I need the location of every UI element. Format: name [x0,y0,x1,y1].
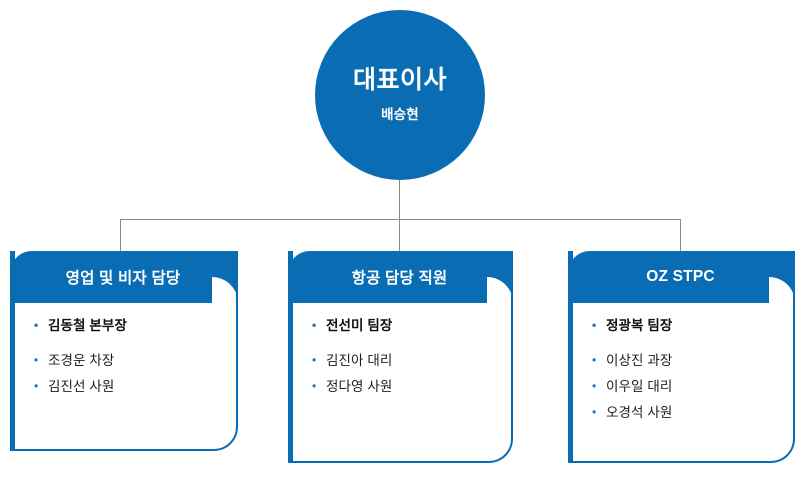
connector-horizontal-bus [120,219,681,220]
ceo-name: 배승현 [381,107,419,123]
ceo-title: 대표이사 [352,65,447,94]
list-item[interactable]: • 정다영 사원 [312,378,503,395]
member-label: 김동철 본부장 [48,318,127,333]
department-3-header[interactable]: OZ STPC [568,251,795,303]
connector-vertical-dept-1 [120,219,121,252]
list-item[interactable]: • 오경석 사원 [592,404,785,421]
department-2-member-list: • 전선미 팀장 • 김진아 대리 • 정다영 사원 [312,318,503,406]
org-node-department-3[interactable]: OZ STPC • 정광복 팀장 • 이상진 과장 • 이우일 대리 • 오경석… [568,251,795,463]
connector-vertical-dept-3 [680,219,681,252]
bullet-icon: • [592,404,597,419]
department-1-member-list: • 김동철 본부장 • 조경운 차장 • 김진선 사원 [34,318,228,406]
list-item[interactable]: • 전선미 팀장 [312,318,503,334]
member-label: 전선미 팀장 [326,318,393,333]
list-item[interactable]: • 조경운 차장 [34,352,228,369]
bullet-icon: • [592,318,597,332]
member-label: 조경운 차장 [48,352,115,368]
department-3-member-list: • 정광복 팀장 • 이상진 과장 • 이우일 대리 • 오경석 사원 [592,318,785,431]
member-label: 정다영 사원 [326,378,393,394]
header-notch-shape [212,277,238,303]
header-right-edge [793,251,795,303]
department-3-title: OZ STPC [646,268,715,285]
bullet-icon: • [312,378,317,393]
member-label: 김진선 사원 [48,378,115,394]
bullet-icon: • [592,352,597,367]
member-label: 김진아 대리 [326,352,393,368]
bullet-icon: • [34,352,39,367]
list-item[interactable]: • 정광복 팀장 [592,318,785,334]
list-item[interactable]: • 김진아 대리 [312,352,503,369]
bullet-icon: • [592,378,597,393]
header-right-edge [236,251,238,303]
org-node-department-2[interactable]: 항공 담당 직원 • 전선미 팀장 • 김진아 대리 • 정다영 사원 [288,251,513,463]
list-item[interactable]: • 이상진 과장 [592,352,785,369]
bullet-icon: • [34,378,39,393]
list-item[interactable]: • 김진선 사원 [34,378,228,395]
department-2-header[interactable]: 항공 담당 직원 [288,251,513,303]
bullet-icon: • [312,352,317,367]
member-label: 이우일 대리 [606,378,673,394]
header-notch-shape [769,277,795,303]
header-right-edge [511,251,513,303]
member-label: 정광복 팀장 [606,318,673,333]
member-label: 이상진 과장 [606,352,673,368]
list-item[interactable]: • 이우일 대리 [592,378,785,395]
department-1-title: 영업 및 비자 담당 [65,270,181,287]
org-node-department-1[interactable]: 영업 및 비자 담당 • 김동철 본부장 • 조경운 차장 • 김진선 사원 [10,251,238,451]
member-label: 오경석 사원 [606,404,673,420]
department-1-header[interactable]: 영업 및 비자 담당 [10,251,238,303]
org-node-ceo[interactable]: 대표이사 배승현 [315,10,485,180]
bullet-icon: • [312,318,317,332]
bullet-icon: • [34,318,39,332]
connector-vertical-root [399,180,400,251]
list-item[interactable]: • 김동철 본부장 [34,318,228,334]
department-2-title: 항공 담당 직원 [351,270,448,287]
header-notch-shape [487,277,513,303]
